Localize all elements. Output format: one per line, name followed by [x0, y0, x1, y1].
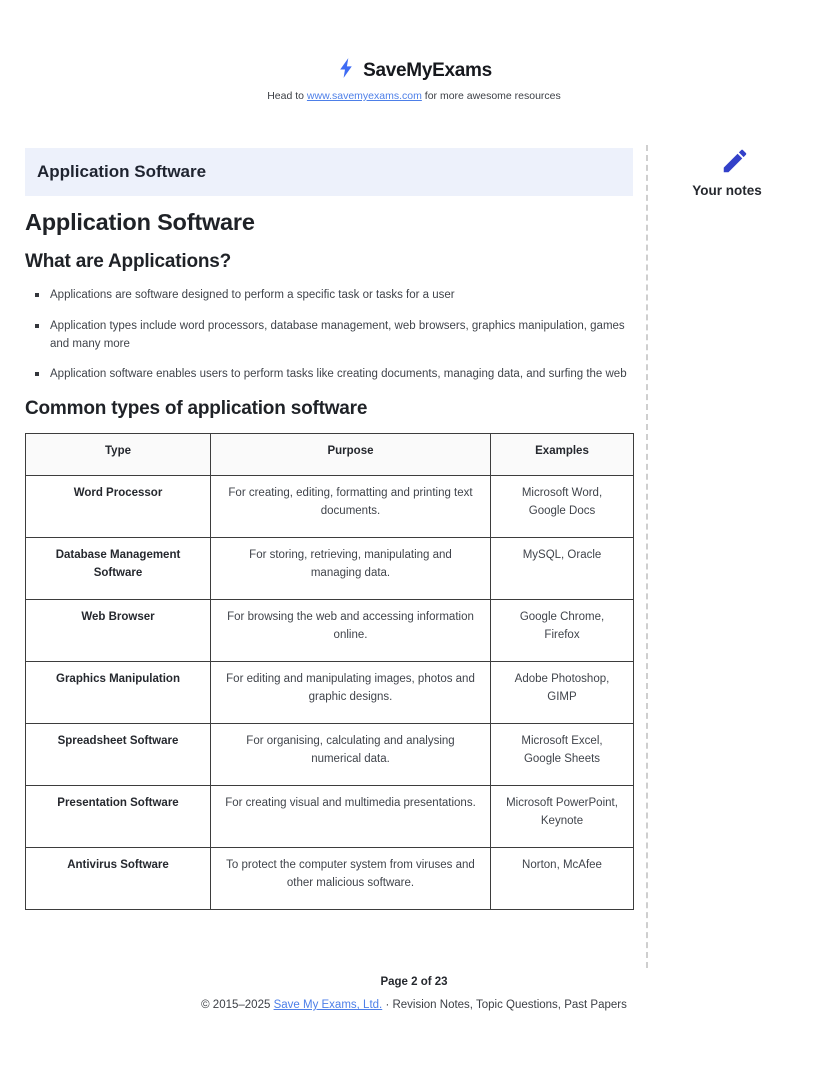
cell-examples: Microsoft Word, Google Docs [490, 475, 634, 538]
section-title-common-types: Common types of application software [25, 398, 368, 419]
cell-type: Spreadsheet Software [25, 723, 211, 786]
cell-type: Web Browser [25, 599, 211, 662]
table-row: Word Processor For creating, editing, fo… [25, 475, 634, 538]
page-footer: Page 2 of 23 © 2015–2025 Save My Exams, … [0, 976, 828, 1011]
cell-examples: Norton, McAfee [490, 847, 634, 910]
save-my-exams-ltd-link[interactable]: Save My Exams, Ltd. [273, 999, 383, 1011]
savemyexams-link[interactable]: www.savemyexams.com [306, 90, 422, 102]
copyright-line: © 2015–2025 Save My Exams, Ltd. · Revisi… [0, 999, 828, 1011]
cell-purpose: For creating visual and multimedia prese… [210, 785, 491, 848]
cell-purpose: For creating, editing, formatting and pr… [210, 475, 491, 538]
topic-banner: Application Software [25, 148, 633, 196]
table-header-row: Type Purpose Examples [25, 433, 634, 476]
cell-type: Antivirus Software [25, 847, 211, 910]
logo-text: SaveMyExams [363, 59, 492, 81]
cell-type: Database Management Software [25, 537, 211, 600]
cell-type: Word Processor [25, 475, 211, 538]
header-tagline: Head to www.savemyexams.com for more awe… [0, 90, 828, 102]
cell-examples: Google Chrome, Firefox [490, 599, 634, 662]
list-item: Application types include word processor… [25, 317, 633, 353]
cell-purpose: For organising, calculating and analysin… [210, 723, 491, 786]
lightning-bolt-icon [336, 57, 358, 84]
bullet-list: Applications are software designed to pe… [25, 286, 633, 383]
your-notes-button[interactable]: Your notes [672, 146, 782, 198]
copyright-prefix: © 2015–2025 [201, 999, 271, 1011]
column-header-examples: Examples [490, 433, 634, 476]
cell-purpose: For editing and manipulating images, pho… [210, 661, 491, 724]
list-item: Applications are software designed to pe… [25, 286, 633, 304]
column-header-purpose: Purpose [210, 433, 491, 476]
table-row: Database Management Software For storing… [25, 537, 634, 600]
table-row: Presentation Software For creating visua… [25, 785, 634, 848]
table-row: Graphics Manipulation For editing and ma… [25, 661, 634, 724]
software-types-table: Type Purpose Examples Word Processor For… [25, 433, 634, 910]
cell-examples: Microsoft PowerPoint, Keynote [490, 785, 634, 848]
topic-banner-title: Application Software [37, 162, 207, 181]
cell-purpose: For browsing the web and accessing infor… [210, 599, 491, 662]
tagline-suffix: for more awesome resources [424, 90, 561, 102]
cell-type: Presentation Software [25, 785, 211, 848]
list-item: Application software enables users to pe… [25, 365, 633, 383]
cell-type: Graphics Manipulation [25, 661, 211, 724]
dashed-divider [646, 145, 648, 968]
logo: SaveMyExams [0, 57, 828, 84]
copyright-suffix: · Revision Notes, Topic Questions, Past … [385, 999, 627, 1011]
main-content: Application Software Application Softwar… [25, 148, 634, 910]
cell-examples: MySQL, Oracle [490, 537, 634, 600]
pencil-icon [720, 146, 750, 181]
cell-purpose: To protect the computer system from viru… [210, 847, 491, 910]
cell-examples: Microsoft Excel, Google Sheets [490, 723, 634, 786]
tagline-prefix: Head to [267, 90, 304, 102]
column-header-type: Type [25, 433, 211, 476]
section-title-what-are-applications: What are Applications? [25, 251, 232, 272]
table-row: Web Browser For browsing the web and acc… [25, 599, 634, 662]
page-title: Application Software [25, 209, 255, 235]
page-number: Page 2 of 23 [380, 976, 448, 988]
table-row: Spreadsheet Software For organising, cal… [25, 723, 634, 786]
table-row: Antivirus Software To protect the comput… [25, 847, 634, 910]
your-notes-label: Your notes [692, 183, 762, 198]
page-header: SaveMyExams Head to www.savemyexams.com … [0, 57, 828, 102]
cell-purpose: For storing, retrieving, manipulating an… [210, 537, 491, 600]
cell-examples: Adobe Photoshop, GIMP [490, 661, 634, 724]
